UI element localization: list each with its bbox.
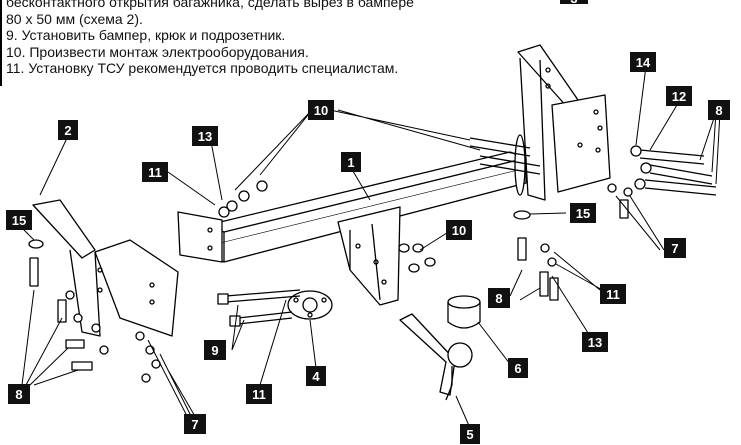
- washer-15-right: [513, 210, 531, 261]
- svg-text:2: 2: [64, 123, 71, 138]
- fasteners-right-lower: [539, 243, 559, 301]
- callout-15-right: 15: [570, 203, 596, 223]
- instruction-line: бесконтактного открытия багажника, сдела…: [6, 0, 414, 10]
- callout-9: 9: [204, 340, 226, 360]
- nuts-10-right: [398, 243, 436, 273]
- svg-text:13: 13: [198, 129, 212, 144]
- instruction-line: 10. Произвести монтаж электрооборудовани…: [6, 43, 309, 60]
- bolts-8-left: [29, 257, 109, 371]
- instruction-line: 9. Установить бампер, крюк и подрозетник…: [6, 27, 286, 44]
- callout-8-left: 8: [8, 384, 30, 404]
- tow-ball-hook: [399, 313, 473, 401]
- washer-15-left: [28, 239, 44, 249]
- svg-text:7: 7: [671, 241, 678, 256]
- callout-7-left: 7: [184, 414, 206, 434]
- svg-text:13: 13: [588, 335, 602, 350]
- svg-text:10: 10: [314, 103, 328, 118]
- svg-text:3: 3: [570, 0, 577, 6]
- callout-11-right: 11: [600, 284, 626, 304]
- callout-13-left: 13: [192, 126, 218, 146]
- svg-text:15: 15: [12, 213, 26, 228]
- callout-6: 6: [508, 358, 528, 378]
- callout-2: 2: [58, 120, 78, 140]
- tow-ball-cap: [447, 295, 481, 329]
- callout-8-right-upper: 8: [708, 100, 730, 120]
- svg-text:7: 7: [191, 417, 198, 432]
- svg-text:15: 15: [576, 206, 590, 221]
- instructions-text: бесконтактного открытия багажника, сдела…: [6, 0, 414, 77]
- fasteners-7-right: [607, 183, 633, 219]
- callout-7-right: 7: [664, 238, 686, 258]
- svg-text:9: 9: [211, 343, 218, 358]
- crossbar-bolts: [469, 137, 541, 175]
- leader-lines: [21, 65, 721, 429]
- svg-text:14: 14: [636, 55, 651, 70]
- svg-text:11: 11: [252, 387, 266, 402]
- main-crossbar: [207, 134, 527, 263]
- callout-11-bottom: 11: [246, 384, 272, 404]
- right-bracket: [517, 44, 611, 201]
- callout-14: 14: [630, 52, 656, 72]
- callout-10-top: 10: [308, 100, 334, 120]
- callout-5: 5: [460, 424, 480, 444]
- callout-12: 12: [666, 86, 692, 106]
- instructions-left-border: [0, 0, 2, 86]
- svg-text:6: 6: [514, 361, 521, 376]
- callout-1: 1: [341, 152, 361, 172]
- hitch-mount-plate: [337, 206, 401, 306]
- svg-text:1: 1: [347, 155, 354, 170]
- socket-plate: [287, 290, 333, 320]
- callout-8-right-lower: 8: [488, 288, 510, 308]
- svg-text:8: 8: [715, 103, 722, 118]
- callout-3: 3: [560, 0, 588, 6]
- callout-4: 4: [306, 366, 326, 386]
- svg-text:11: 11: [606, 287, 620, 302]
- svg-text:11: 11: [148, 165, 162, 180]
- nuts-13-left: [218, 180, 268, 218]
- svg-text:4: 4: [312, 369, 320, 384]
- callout-10-right: 10: [446, 220, 472, 240]
- svg-text:8: 8: [495, 291, 502, 306]
- svg-text:8: 8: [15, 387, 22, 402]
- left-bracket: [32, 199, 223, 337]
- instruction-line: 80 х 50 мм (схема 2).: [6, 10, 143, 27]
- svg-text:10: 10: [452, 223, 466, 238]
- svg-text:12: 12: [672, 89, 686, 104]
- callout-15-left: 15: [6, 210, 32, 230]
- bolts-8-right: [630, 145, 717, 196]
- svg-text:5: 5: [466, 427, 473, 442]
- callout-11-left: 11: [142, 162, 168, 182]
- bolts-9: [217, 289, 301, 327]
- instruction-line: 11. Установку ТСУ рекомендуется проводит…: [6, 60, 399, 77]
- callout-13-right: 13: [582, 332, 608, 352]
